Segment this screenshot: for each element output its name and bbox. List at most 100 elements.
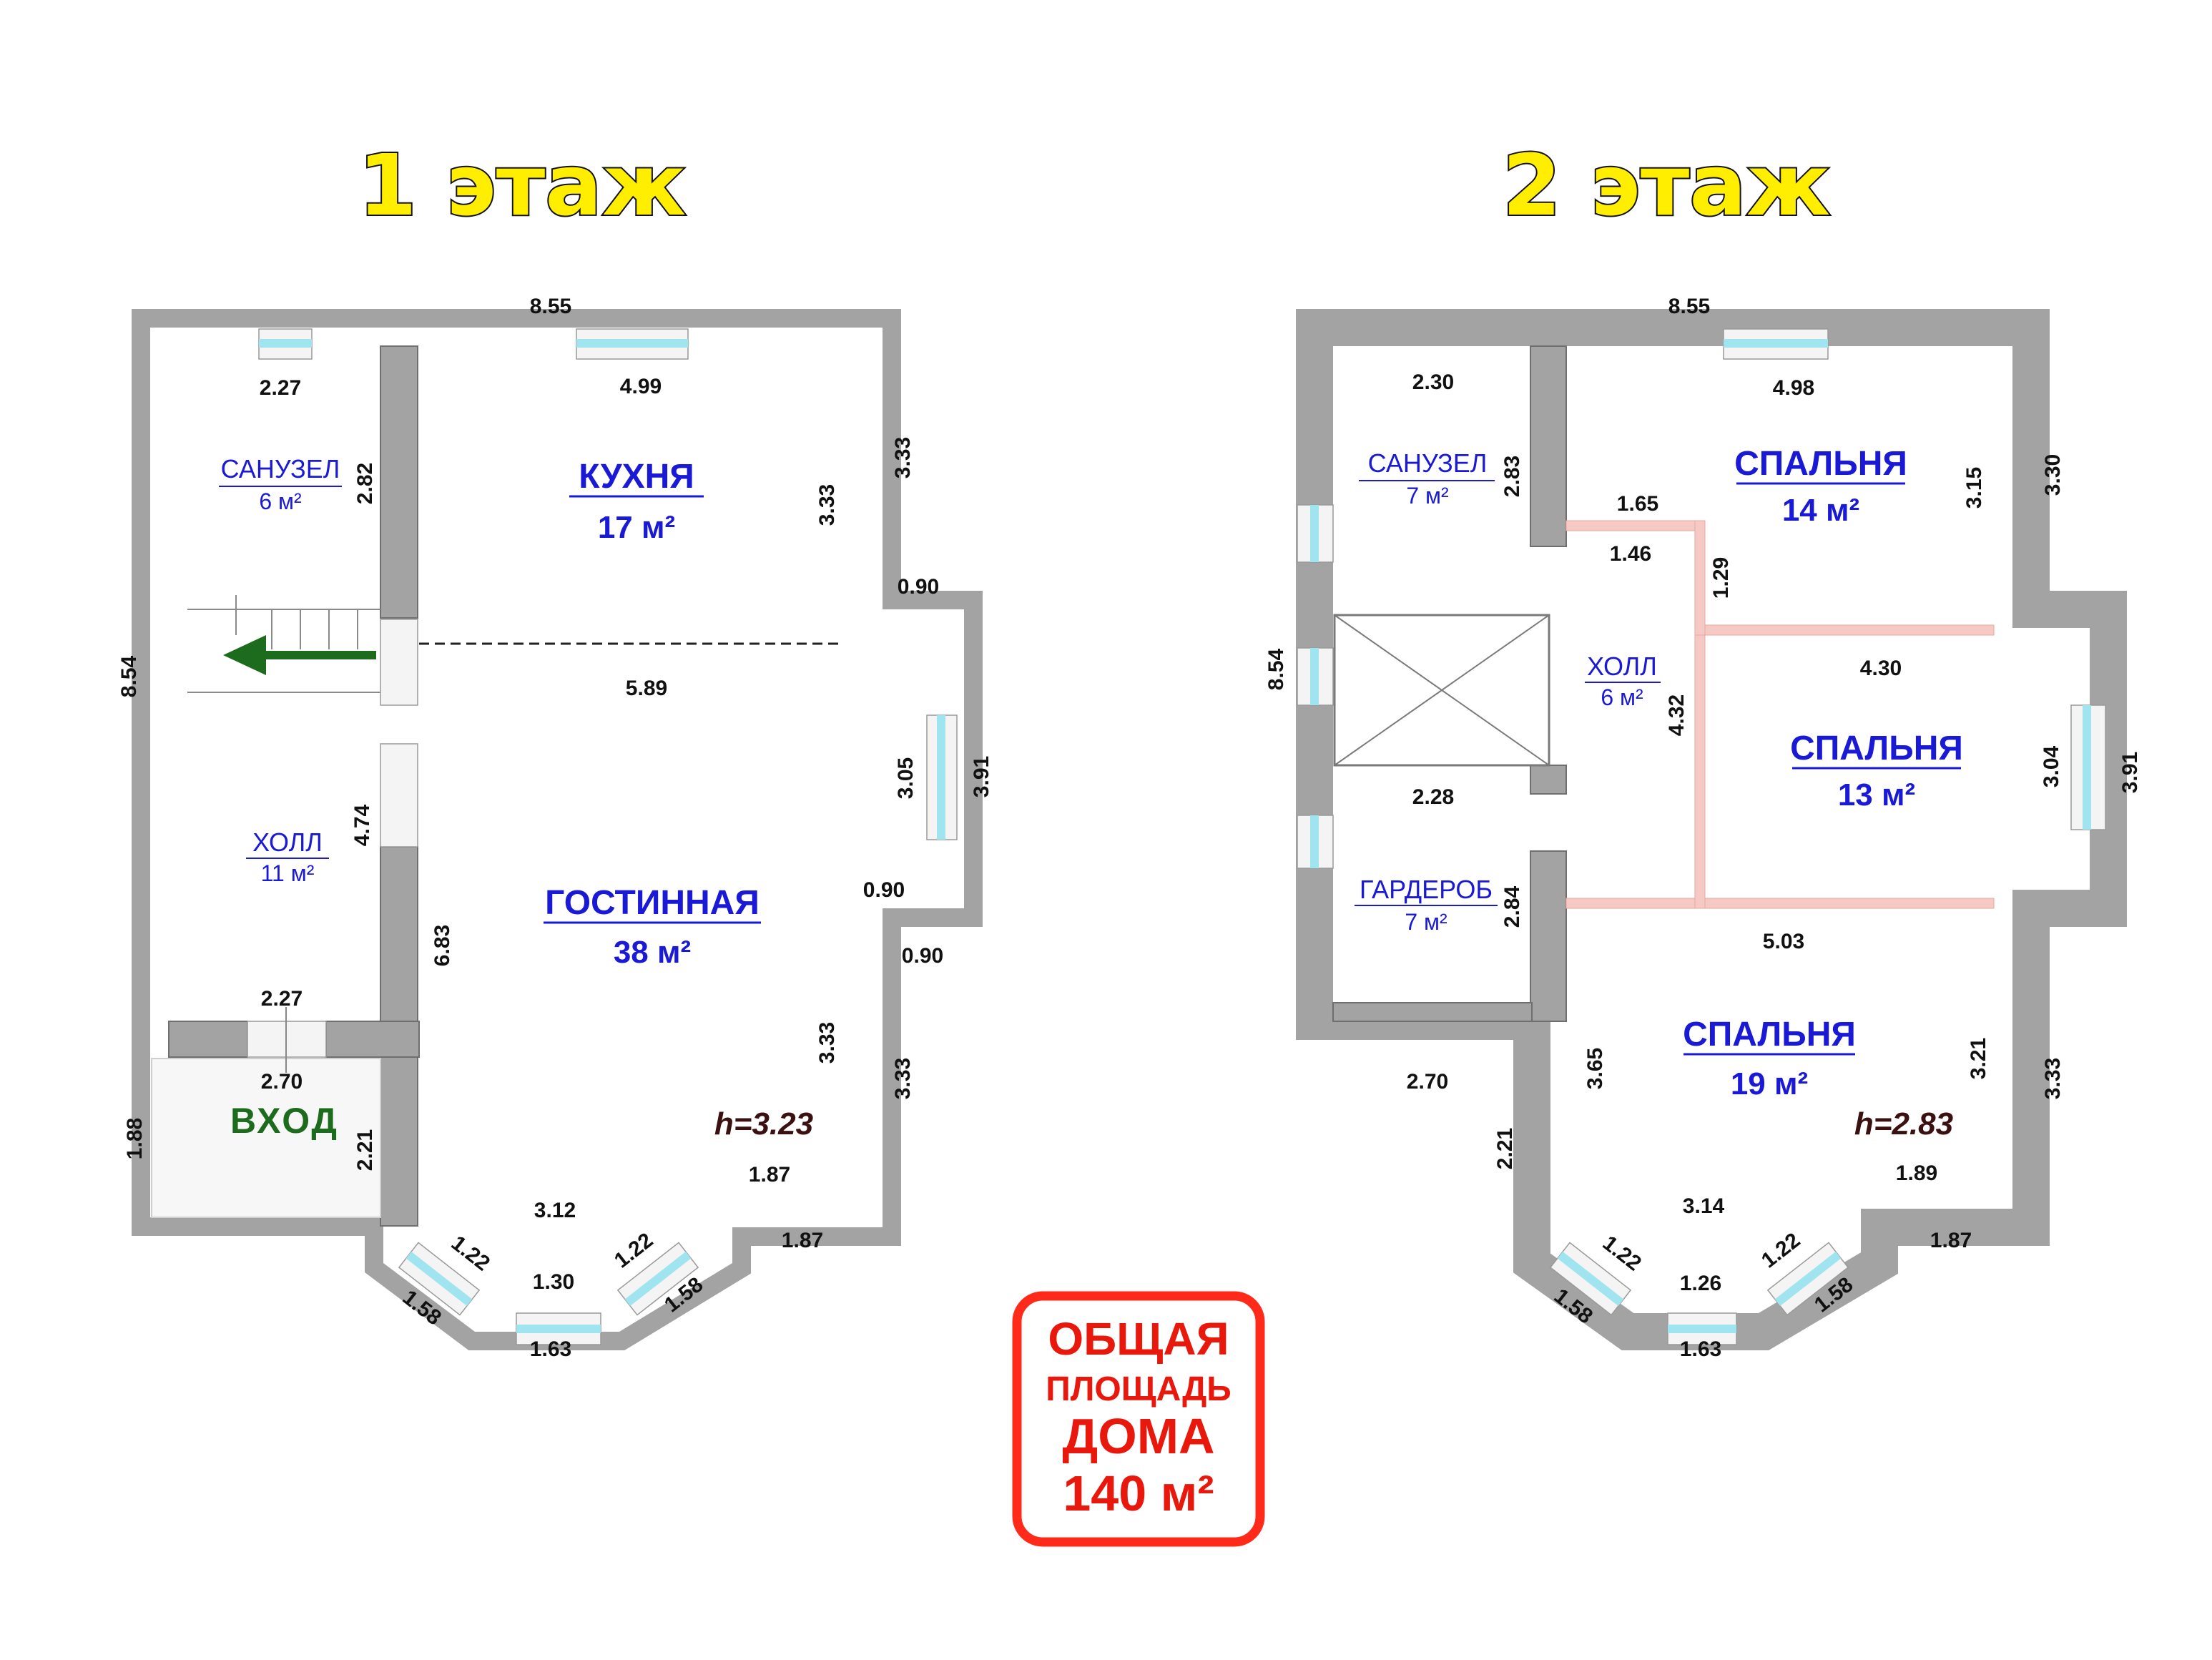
- dim-f2-corner-inner: 1.89: [1896, 1161, 1937, 1185]
- dim-f1-step-outer: 0.90: [902, 944, 943, 968]
- dim-f1-bath-height: 2.82: [353, 463, 377, 504]
- floor1-living-area: 38 м²: [614, 935, 691, 970]
- floor2-stair-void: [1333, 614, 1550, 767]
- total-line3: ДОМА: [1062, 1408, 1214, 1464]
- floor2-bathroom-name: САНУЗЕЛ: [1368, 448, 1488, 478]
- floor1-plan: САНУЗЕЛ 6 м² КУХНЯ 17 м² ХОЛЛ 11 м² ГОСТ…: [117, 295, 993, 1361]
- floor1-window-bay: [926, 714, 958, 840]
- dim-f2-top-total: 8.55: [1668, 295, 1710, 318]
- floor2-bedroom-top-name: СПАЛЬНЯ: [1734, 445, 1907, 483]
- floor1-wall-vertical: [380, 345, 418, 619]
- dim-f2-bedroom-mid-height: 3.04: [2040, 745, 2063, 787]
- total-line1: ОБЩАЯ: [1048, 1313, 1229, 1365]
- dim-f2-bedroom-top-height: 3.15: [1962, 467, 1986, 509]
- floor2-plan: САНУЗЕЛ 7 м² СПАЛЬНЯ 14 м² ХОЛЛ 6 м² СПА…: [1264, 295, 2142, 1361]
- floor2-window-left-3: [1297, 815, 1334, 869]
- dim-f1-living-width: 5.89: [626, 677, 667, 700]
- dim-f2-wardrobe-height: 2.84: [1500, 885, 1524, 928]
- floor1-stair-arrow-icon: [223, 635, 376, 675]
- floor1-hall-area: 11 м²: [261, 860, 315, 886]
- dim-f2-right-lower-outer: 3.33: [2041, 1058, 2065, 1099]
- floor2-wardrobe-name: ГАРДЕРОБ: [1360, 875, 1493, 904]
- floor2-bedroom-big-area: 19 м²: [1731, 1066, 1808, 1101]
- floor2-window-bedroom-top: [1723, 328, 1829, 360]
- dim-f2-hall-inner-top: 1.46: [1610, 542, 1651, 566]
- floor1-kitchen-area: 17 м²: [598, 510, 675, 545]
- dim-f1-bay-inner: 3.05: [894, 757, 918, 799]
- dim-f2-bow-center-inner: 1.26: [1680, 1272, 1721, 1295]
- dim-f1-kitchen-outer: 3.33: [891, 437, 915, 478]
- dim-f2-left-lower-outer: 2.21: [1493, 1128, 1517, 1169]
- dim-f1-corner-inner: 1.87: [749, 1163, 790, 1187]
- dim-f2-bow-span: 3.14: [1683, 1194, 1725, 1218]
- total-line4: 140 м²: [1063, 1465, 1214, 1521]
- dim-f2-bedroom-big-left: 3.65: [1583, 1048, 1607, 1089]
- dim-f1-bow-center-outer: 1.63: [530, 1337, 571, 1361]
- dim-f1-living-height: 6.83: [431, 925, 454, 966]
- dim-f1-hall-bottom: 2.27: [261, 987, 303, 1011]
- dim-f2-hall-height: 4.32: [1665, 694, 1689, 736]
- dim-f1-corner-outer: 1.87: [782, 1229, 823, 1252]
- floor1-bathroom-name: САНУЗЕЛ: [221, 454, 340, 483]
- floor1-entry-label: ВХОД: [230, 1101, 339, 1141]
- dim-f1-bow-span: 3.12: [534, 1199, 576, 1222]
- total-line2: ПЛОЩАДЬ: [1046, 1370, 1232, 1408]
- floor2-bedroom-big-name: СПАЛЬНЯ: [1683, 1016, 1856, 1054]
- dim-f1-right-lower-inner: 3.33: [815, 1022, 839, 1064]
- dim-f1-left-total: 8.54: [117, 655, 141, 697]
- floor1-ceiling-height: h=3.23: [714, 1106, 813, 1141]
- floor1-living-name: ГОСТИННАЯ: [545, 884, 760, 922]
- floor2-ceiling-height: h=2.83: [1854, 1106, 1953, 1141]
- dim-f2-left-total: 8.54: [1264, 648, 1288, 690]
- dim-f1-bow-center-inner: 1.30: [533, 1270, 574, 1294]
- floor2-window-bow-right: [1766, 1242, 1849, 1316]
- dim-f2-bedroom-big-width: 5.03: [1763, 930, 1804, 953]
- floor2-hall-area: 6 м²: [1601, 684, 1643, 710]
- dim-f1-entry-right: 2.21: [353, 1129, 377, 1171]
- dim-f1-right-lower-outer: 3.33: [891, 1058, 915, 1099]
- floor2-bedroom-mid-area: 13 м²: [1838, 777, 1915, 812]
- floor2-partition-hall-top: [1565, 520, 1706, 531]
- floor2-bedroom-mid-name: СПАЛЬНЯ: [1790, 730, 1963, 767]
- floor2-window-bow-left: [1549, 1242, 1632, 1316]
- floor1-hall-name: ХОЛЛ: [252, 827, 323, 857]
- dim-f2-bedroom-mid-width: 4.30: [1860, 657, 1902, 680]
- floor1-window-bath: [258, 328, 313, 360]
- dim-f1-bath-width: 2.27: [260, 376, 301, 400]
- dim-f2-hall-step: 1.29: [1709, 557, 1733, 599]
- dim-f1-step-inner: 0.90: [863, 878, 905, 902]
- floor1-window-kitchen: [576, 328, 689, 360]
- floor2-wardrobe-area: 7 м²: [1405, 909, 1447, 935]
- floor2-outer-walls: [1296, 309, 2127, 1350]
- dim-f2-bay-outer: 3.91: [2118, 752, 2142, 793]
- floor1-bathroom-area: 6 м²: [259, 488, 302, 514]
- floor1-title: 1 этаж: [358, 136, 687, 235]
- floor2-window-bow-center: [1667, 1312, 1737, 1345]
- floor1-window-bow-center: [516, 1312, 601, 1345]
- dim-f1-top-total: 8.55: [530, 295, 571, 318]
- floor2-window-left-1: [1297, 504, 1334, 563]
- floor1-wall-hall-bottom: [168, 1021, 248, 1058]
- floor2-wall-bath-right: [1530, 345, 1567, 547]
- floor1-window-bow-right: [616, 1242, 699, 1316]
- dim-f1-kitchen-inner: 3.33: [815, 484, 839, 526]
- dim-f2-bath-width: 2.30: [1412, 370, 1454, 394]
- dim-f2-hall-top: 1.65: [1617, 492, 1658, 516]
- floor2-bedroom-top-area: 14 м²: [1782, 493, 1859, 528]
- floor1-window-bow-left: [398, 1242, 481, 1316]
- floor2-bathroom-area: 7 м²: [1406, 483, 1449, 509]
- dim-f2-bedroom-top-width: 4.98: [1773, 376, 1814, 400]
- floor2-window-left-2: [1297, 647, 1334, 706]
- dim-f2-corner-outer: 1.87: [1930, 1229, 1972, 1252]
- dim-f1-entry-left: 1.88: [123, 1118, 147, 1159]
- dim-f2-left-lower-width: 2.70: [1407, 1070, 1448, 1094]
- floor2-window-bay: [2070, 704, 2106, 830]
- dim-f2-wardrobe-width: 2.28: [1412, 785, 1454, 809]
- dim-f2-bedroom-big-right: 3.21: [1967, 1038, 1990, 1079]
- floor2-hall-name: ХОЛЛ: [1587, 652, 1657, 681]
- total-area-badge: ОБЩАЯ ПЛОЩАДЬ ДОМА 140 м²: [1012, 1291, 1265, 1547]
- dim-f1-step-top: 0.90: [898, 575, 939, 599]
- floor1-staircase: [187, 595, 380, 693]
- dim-f2-bow-center-outer: 1.63: [1680, 1337, 1721, 1361]
